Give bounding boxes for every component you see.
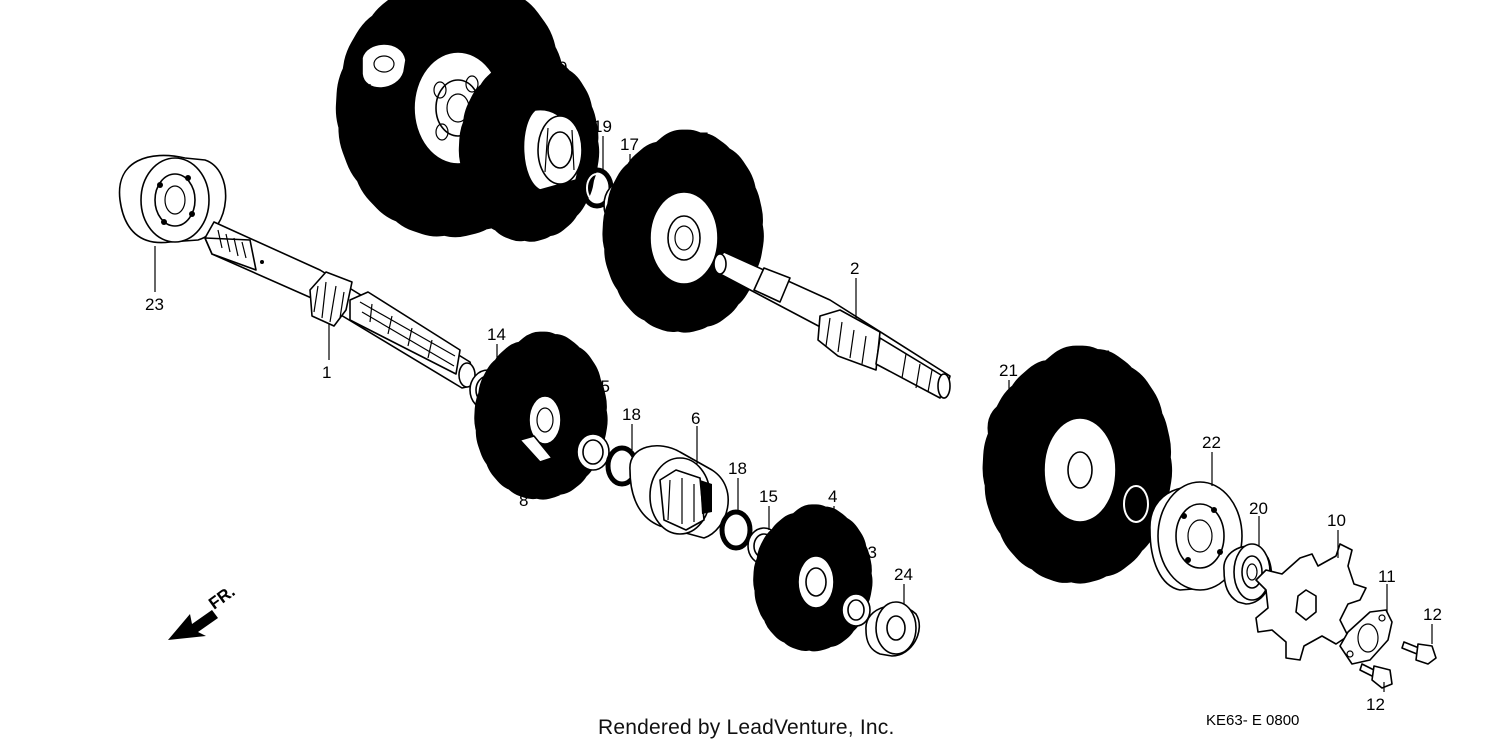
countershaft-2[interactable] bbox=[713, 251, 951, 399]
label-part-12a[interactable]: 12 bbox=[1423, 605, 1442, 624]
label-part-17[interactable]: 17 bbox=[620, 135, 639, 154]
label-part-22[interactable]: 22 bbox=[1202, 433, 1221, 452]
label-part-21a[interactable]: 21 bbox=[999, 361, 1018, 380]
front-arrow-label: FR. bbox=[205, 582, 238, 613]
label-part-16[interactable]: 16 bbox=[360, 121, 379, 140]
label-part-20[interactable]: 20 bbox=[1249, 499, 1268, 518]
bearing-23[interactable] bbox=[118, 154, 227, 244]
bearing-22[interactable] bbox=[1149, 481, 1243, 591]
label-part-5[interactable]: 5 bbox=[1101, 347, 1110, 366]
label-part-19[interactable]: 19 bbox=[593, 117, 612, 136]
drawing-code: KE63- E 0800 bbox=[1206, 712, 1300, 729]
circlip-18b[interactable] bbox=[719, 509, 753, 551]
label-part-24[interactable]: 24 bbox=[894, 565, 913, 584]
mainshaft-1[interactable] bbox=[204, 221, 477, 389]
gear-6[interactable] bbox=[629, 444, 729, 539]
gear-4[interactable] bbox=[780, 538, 845, 618]
label-part-7[interactable]: 7 bbox=[699, 129, 708, 148]
gear-7[interactable] bbox=[639, 176, 727, 286]
render-credit: Rendered by LeadVenture, Inc. bbox=[598, 716, 895, 739]
washer-13[interactable] bbox=[841, 593, 871, 627]
part-labels: 1 2 3 4 5 6 7 8 9 10 11 12 12 13 14 15 1… bbox=[145, 58, 1442, 714]
gear-5[interactable] bbox=[1026, 400, 1129, 529]
label-part-21b[interactable]: 21 bbox=[1139, 435, 1158, 454]
label-part-11[interactable]: 11 bbox=[1378, 567, 1396, 586]
fixing-plate-11[interactable] bbox=[1339, 609, 1393, 665]
label-part-18a[interactable]: 18 bbox=[622, 405, 641, 424]
circlip-21b[interactable] bbox=[1117, 479, 1155, 529]
gear-9[interactable] bbox=[491, 96, 582, 199]
label-part-23[interactable]: 23 bbox=[145, 295, 164, 314]
label-part-8[interactable]: 8 bbox=[519, 491, 528, 510]
bearing-24[interactable] bbox=[865, 601, 921, 657]
label-part-10[interactable]: 10 bbox=[1327, 511, 1346, 530]
label-part-1[interactable]: 1 bbox=[322, 363, 331, 382]
label-part-18b[interactable]: 18 bbox=[728, 459, 747, 478]
bolt-12b[interactable] bbox=[1359, 663, 1393, 689]
oil-seal-20[interactable] bbox=[1223, 543, 1273, 605]
label-part-2[interactable]: 2 bbox=[850, 259, 859, 278]
label-part-3[interactable]: 3 bbox=[409, 209, 418, 228]
drive-sprocket-10[interactable] bbox=[1255, 543, 1367, 661]
label-part-15a[interactable]: 15 bbox=[591, 377, 610, 396]
label-part-13[interactable]: 13 bbox=[858, 543, 877, 562]
gear-8[interactable] bbox=[505, 370, 578, 462]
front-direction-arrow: FR. bbox=[168, 582, 239, 640]
label-part-4[interactable]: 4 bbox=[828, 487, 837, 506]
label-part-14[interactable]: 14 bbox=[487, 325, 506, 344]
label-part-12b[interactable]: 12 bbox=[1366, 695, 1385, 714]
washer-15a[interactable] bbox=[576, 433, 610, 471]
leader-lines bbox=[154, 76, 1433, 692]
label-part-9[interactable]: 9 bbox=[558, 58, 567, 77]
label-part-6[interactable]: 6 bbox=[691, 409, 700, 428]
bolt-12a[interactable] bbox=[1401, 641, 1437, 665]
washer-16[interactable] bbox=[361, 43, 407, 89]
label-part-15b[interactable]: 15 bbox=[759, 487, 778, 506]
